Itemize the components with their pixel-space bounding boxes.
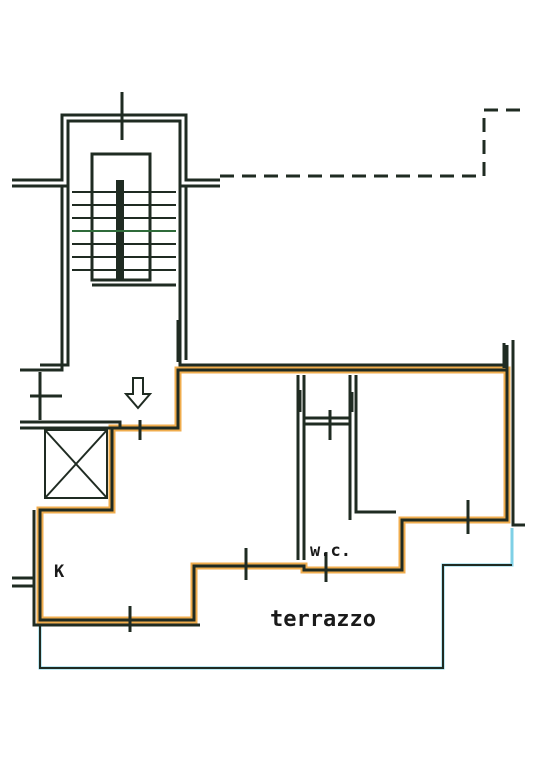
unit-outline <box>36 366 511 624</box>
walls <box>12 113 525 627</box>
terrace-area <box>38 528 514 670</box>
stairs-icon <box>72 152 176 287</box>
openings <box>30 92 506 632</box>
adjacent-boundary <box>220 108 526 178</box>
terrace-label: terrazzo <box>270 607 376 632</box>
wc-label: w.c. <box>310 541 351 561</box>
entrance-arrow-icon[interactable] <box>123 377 153 410</box>
elevator-icon <box>44 429 108 499</box>
kitchen-label: K <box>54 562 65 582</box>
